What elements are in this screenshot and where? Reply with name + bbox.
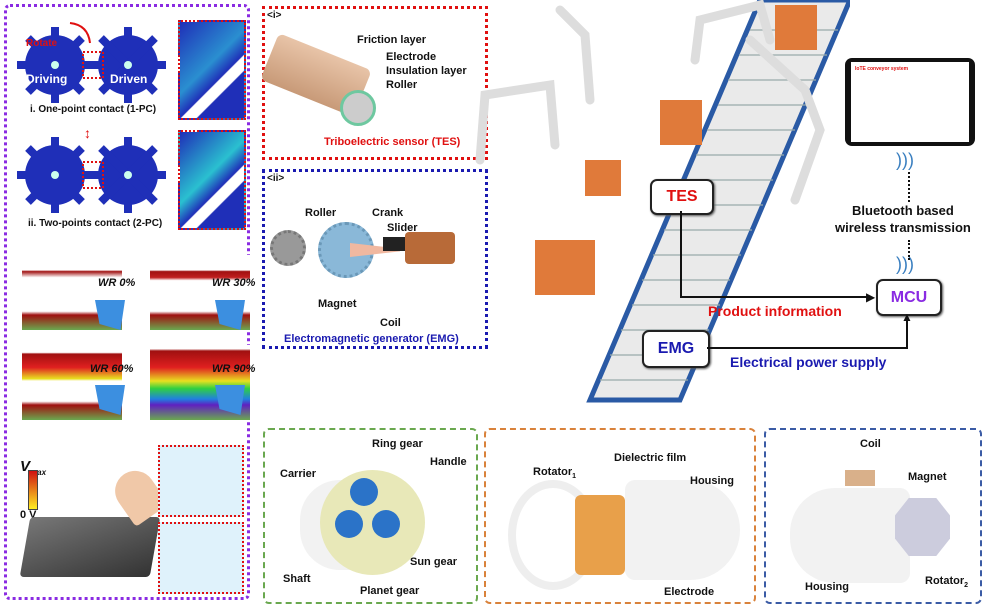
- wr60-label: WR 60%: [90, 363, 134, 375]
- emg-tag: <ii>: [267, 173, 285, 184]
- driving-gear-2: [17, 137, 93, 213]
- tablet-title: IoTE conveyor system: [855, 66, 909, 72]
- coil-bottom-label: Coil: [860, 438, 881, 450]
- crank-label: Crank: [372, 207, 404, 219]
- electrode-bottom-label: Electrode: [664, 586, 715, 598]
- vmax-sub: max: [30, 468, 47, 477]
- rotator2-sub: 2: [964, 582, 969, 590]
- tes-line-across: [680, 296, 870, 298]
- vmax-label: Vmax: [20, 458, 46, 477]
- double-arrow-icon: ↕: [84, 125, 91, 141]
- sun-gear-label: Sun gear: [410, 556, 458, 568]
- emg-roller-label: Roller: [305, 207, 337, 219]
- tes-node: TES: [650, 179, 714, 215]
- contact-inset-1: [178, 20, 246, 120]
- emg-title: Electromagnetic generator (EMG): [284, 333, 459, 345]
- planet-gear-2: [335, 510, 363, 538]
- gear-illustration: [17, 22, 166, 213]
- rotator2-label: Rotator2: [925, 575, 968, 589]
- wr0-label: WR 0%: [98, 277, 136, 289]
- product-info-label: Product information: [708, 303, 842, 319]
- driving-label: Driving: [26, 72, 68, 86]
- handle-label: Handle: [430, 456, 467, 468]
- insulation-layer-label: Insulation layer: [386, 65, 467, 77]
- particle-inset-pressed: [158, 522, 244, 594]
- wifi-icon-tablet: ))): [896, 150, 914, 170]
- rotator1-text: Rotator: [533, 466, 573, 478]
- bluetooth-line1: Bluetooth based: [852, 203, 954, 218]
- vmax-text: V: [20, 458, 31, 475]
- conveyor-belt: [586, 0, 850, 403]
- robot-arms: [475, 0, 825, 205]
- rotator2-block: [895, 498, 950, 556]
- rotator1-sub: 1: [572, 473, 577, 481]
- dotted-link-lower: [908, 240, 910, 260]
- rotate-label: Rotate: [26, 38, 58, 49]
- emg-line-up: [906, 316, 908, 349]
- wifi-icon-mcu: ))): [896, 254, 914, 274]
- bluetooth-line2: wireless transmission: [835, 220, 971, 235]
- driven-gear-2: [90, 137, 166, 213]
- tablet-screen: [851, 62, 969, 142]
- housing-bottom-label: Housing: [805, 581, 849, 593]
- wr90-label: WR 90%: [212, 363, 256, 375]
- planet-gear-1: [350, 478, 378, 506]
- carrier-label: Carrier: [280, 468, 317, 480]
- slider-label: Slider: [387, 222, 418, 234]
- coil-block: [845, 470, 875, 486]
- one-point-contact-caption: i. One-point contact (1-PC): [30, 104, 157, 115]
- dotted-link-upper: [908, 172, 910, 202]
- small-gear-icon: [270, 230, 306, 266]
- roller-end: [340, 90, 376, 126]
- tes-title: Triboelectric sensor (TES): [324, 136, 461, 148]
- arrow-right-icon: ▶: [866, 290, 876, 304]
- coil-label: Coil: [380, 317, 401, 329]
- driving-gear-1: [17, 27, 93, 103]
- driven-gear-1: [90, 27, 166, 103]
- emg-housing: [790, 488, 910, 583]
- rotator2-text: Rotator: [925, 575, 965, 587]
- wr30-label: WR 30%: [212, 277, 256, 289]
- ring-gear-label: Ring gear: [372, 438, 423, 450]
- tes-tag: <i>: [267, 10, 282, 21]
- conveyor-illustration: [475, 0, 850, 403]
- teng-housing: [625, 480, 740, 580]
- two-point-contact-caption: ii. Two-points contact (2-PC): [28, 218, 163, 229]
- coil-cylinder: [405, 232, 455, 264]
- dielectric-film-label: Dielectric film: [614, 452, 687, 464]
- shaft-label: Shaft: [283, 573, 311, 585]
- power-supply-label: Electrical power supply: [730, 354, 887, 370]
- emg-line-across: [707, 347, 907, 349]
- color-scale-bar: [28, 470, 38, 510]
- emg-node: EMG: [642, 330, 710, 368]
- box-mid-1: [585, 160, 621, 196]
- friction-layer-label: Friction layer: [357, 34, 427, 46]
- box-large: [535, 240, 595, 295]
- arrow-up-icon: ▲: [901, 310, 913, 324]
- mcu-node: MCU: [876, 279, 942, 316]
- driven-label: Driven: [110, 72, 148, 86]
- planet-gear-3: [372, 510, 400, 538]
- housing-label: Housing: [690, 475, 734, 487]
- roller-label: Roller: [386, 79, 418, 91]
- electrode-label: Electrode: [386, 51, 437, 63]
- tes-line-down: [680, 211, 682, 297]
- sensor-sheet: [19, 517, 161, 577]
- planet-gear-label: Planet gear: [360, 585, 420, 597]
- contact-inset-2: [178, 130, 246, 230]
- box-mid-2: [660, 100, 702, 145]
- particle-inset-unpressed: [158, 445, 244, 517]
- magnet-bottom-label: Magnet: [908, 471, 947, 483]
- rotate-arrow-icon: [69, 22, 91, 44]
- rotator1-label: Rotator1: [533, 466, 576, 480]
- rotator1-blades: [575, 495, 625, 575]
- box-far: [775, 5, 817, 50]
- magnet-label: Magnet: [318, 298, 357, 310]
